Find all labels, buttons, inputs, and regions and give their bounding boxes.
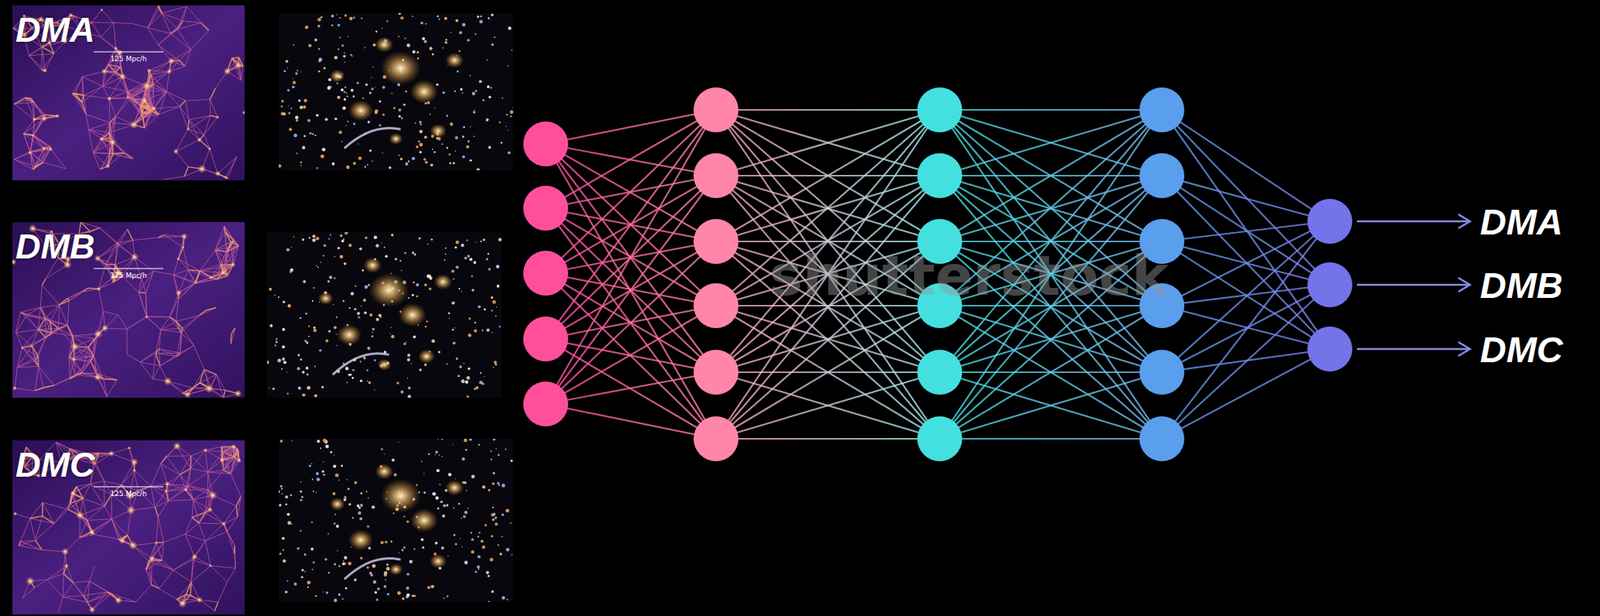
scale-label: 125 Mpc/h xyxy=(89,54,168,63)
galaxy-cluster-image xyxy=(267,232,502,398)
galaxy-cluster-image xyxy=(278,438,514,603)
output-label: DMB xyxy=(1480,263,1563,307)
panel-title: DMC xyxy=(15,445,95,486)
panel-title: DMB xyxy=(15,226,95,268)
output-label: DMC xyxy=(1480,328,1563,371)
scale-bar xyxy=(93,51,164,53)
simulation-image xyxy=(12,440,245,615)
galaxy-cluster-image xyxy=(278,13,514,171)
neurons xyxy=(523,87,1353,462)
simulation-image xyxy=(12,222,245,398)
output-arrows xyxy=(1356,214,1470,357)
output-label: DMA xyxy=(1480,200,1563,244)
simulation-image xyxy=(12,5,245,181)
scale-label: 125 Mpc/h xyxy=(89,489,168,498)
simulation-panel: DMB 125 Mpc/h xyxy=(12,222,245,398)
scale-label: 125 Mpc/h xyxy=(89,271,168,280)
simulation-panel: DMA 125 Mpc/h xyxy=(12,5,245,181)
simulation-panel: DMC 125 Mpc/h xyxy=(12,440,245,615)
scale-bar xyxy=(93,268,164,270)
watermark: shutterstock xyxy=(769,243,1169,309)
network-connections xyxy=(545,109,1330,439)
scale-bar xyxy=(93,486,164,488)
panel-title: DMA xyxy=(15,10,95,51)
